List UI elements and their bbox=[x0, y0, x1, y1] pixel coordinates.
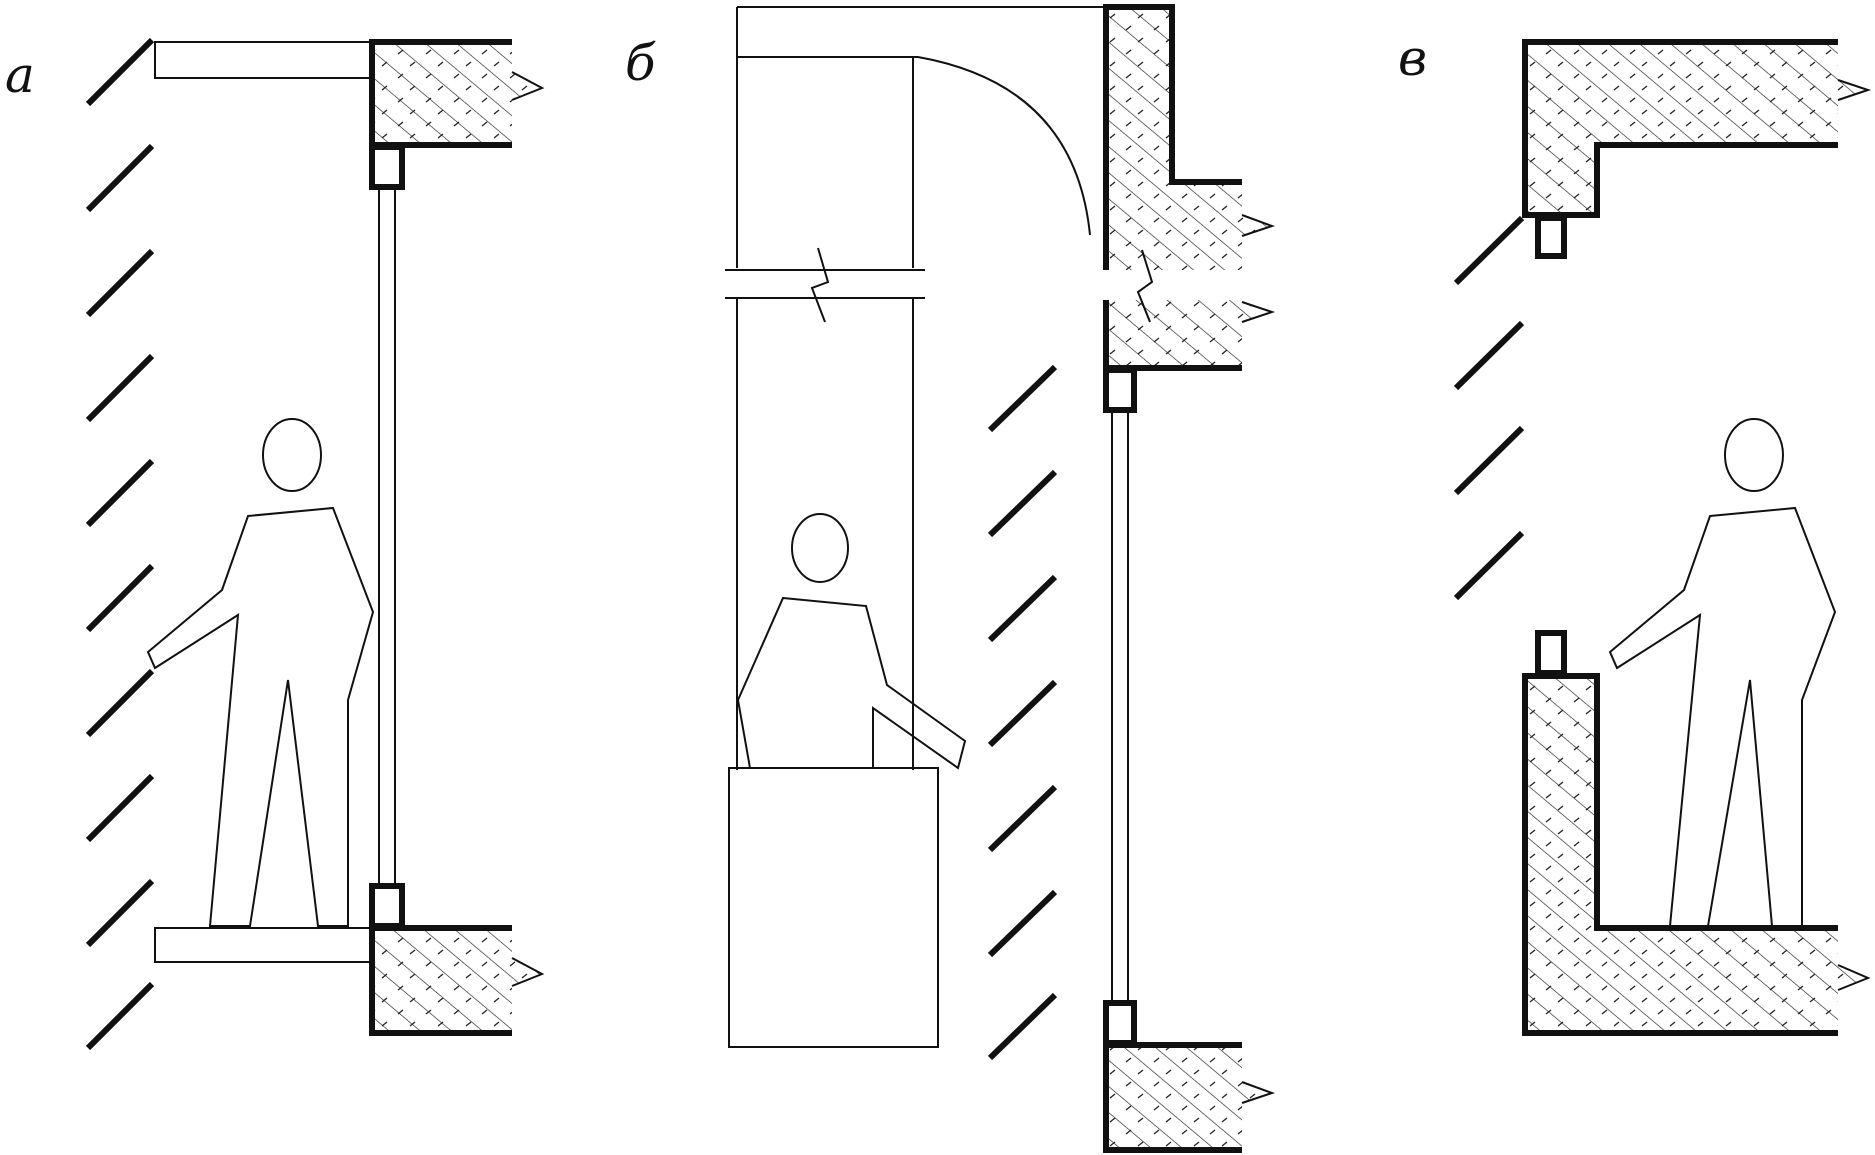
window-glass-a bbox=[378, 186, 396, 887]
boom-curve-b bbox=[917, 56, 1091, 236]
cable-break-mark-b bbox=[725, 247, 930, 323]
panel-label-a: а bbox=[5, 46, 35, 104]
person-figure-b bbox=[736, 513, 967, 770]
person-figure-a bbox=[146, 418, 375, 927]
upper-parapet-b bbox=[1103, 4, 1276, 270]
window-frame-bottom-a bbox=[369, 883, 405, 929]
top-console-beam-a bbox=[154, 41, 371, 79]
glass-facade-b bbox=[987, 364, 1058, 1061]
panel-v: в bbox=[1398, 29, 1872, 1036]
window-frame-top-b bbox=[1103, 367, 1137, 413]
bottom-console-beam-a bbox=[154, 927, 371, 963]
glass-facade-a bbox=[85, 37, 155, 1051]
glass-facade-v bbox=[1453, 215, 1525, 601]
window-frame-top-a bbox=[369, 144, 405, 190]
lower-slab-b bbox=[1103, 1042, 1276, 1153]
panel-label-v: в bbox=[1398, 29, 1427, 87]
lower-slab-v bbox=[1522, 673, 1871, 1036]
person-figure-v bbox=[1608, 418, 1837, 927]
parapet-frame-v bbox=[1535, 630, 1567, 676]
upper-slab-v bbox=[1522, 39, 1872, 218]
window-frame-top-v bbox=[1535, 215, 1567, 259]
window-glass-b bbox=[1111, 409, 1129, 1004]
upper-slab-a bbox=[369, 39, 545, 148]
panel-b: б bbox=[625, 4, 1276, 1153]
panel-label-b: б bbox=[625, 34, 656, 92]
window-frame-bottom-b bbox=[1103, 1000, 1137, 1046]
panel-a: а bbox=[5, 37, 545, 1051]
lower-slab-a bbox=[369, 925, 545, 1036]
gondola-basket-b bbox=[728, 767, 939, 1048]
